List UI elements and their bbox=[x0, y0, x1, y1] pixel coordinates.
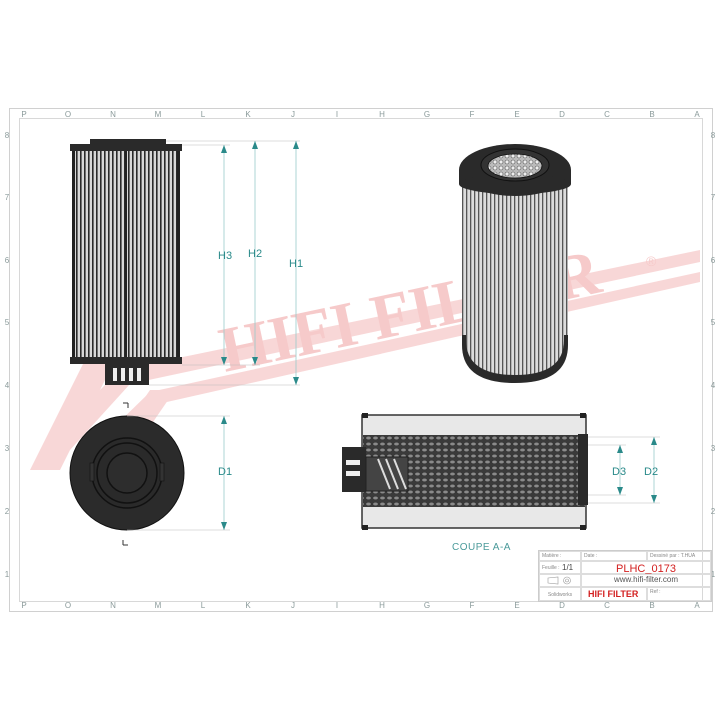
row-label: 1 bbox=[4, 570, 10, 579]
col-label: B bbox=[649, 601, 655, 610]
part-code: PLHC_0173 bbox=[616, 563, 676, 575]
software: Solidworks bbox=[539, 587, 581, 601]
dimension-h2: H2 bbox=[248, 248, 263, 260]
drawn-by: Dessiné par : T.HUA bbox=[647, 551, 711, 561]
col-label: B bbox=[649, 110, 655, 119]
outer-border bbox=[9, 108, 713, 612]
row-label: 5 bbox=[710, 318, 716, 327]
row-label: 6 bbox=[710, 256, 716, 265]
row-label: 1 bbox=[710, 570, 716, 579]
col-label: I bbox=[335, 601, 339, 610]
projection-symbol-cell bbox=[539, 574, 581, 587]
row-label: 7 bbox=[710, 193, 716, 202]
col-label: D bbox=[559, 601, 565, 610]
col-label: D bbox=[559, 110, 565, 119]
col-label: C bbox=[604, 601, 610, 610]
col-label: A bbox=[694, 601, 700, 610]
end-view-filter bbox=[69, 402, 230, 546]
col-label: L bbox=[200, 110, 206, 119]
website: www.hifi-filter.com bbox=[613, 575, 678, 584]
col-label: O bbox=[64, 601, 72, 610]
row-label: 2 bbox=[4, 507, 10, 516]
col-label: I bbox=[335, 110, 339, 119]
col-label: K bbox=[245, 601, 251, 610]
dimension-d3: D3 bbox=[612, 466, 627, 478]
website-cell: www.hifi-filter.com bbox=[581, 574, 711, 587]
col-label: N bbox=[110, 110, 116, 119]
feuille-label: Feuille : bbox=[542, 565, 560, 571]
ref-label: Ref : bbox=[647, 587, 711, 601]
col-label: G bbox=[423, 601, 431, 610]
row-label: 3 bbox=[710, 444, 716, 453]
section-view-a-a bbox=[342, 413, 660, 530]
matiere-label: Matière : bbox=[539, 551, 581, 561]
date-label: Date : bbox=[581, 551, 647, 561]
col-label: G bbox=[423, 110, 431, 119]
col-label: J bbox=[291, 601, 295, 610]
feuille-cell: Feuille : 1/1 bbox=[539, 561, 581, 574]
inner-border bbox=[19, 118, 703, 602]
svg-text:®: ® bbox=[646, 253, 657, 269]
feuille-value: 1/1 bbox=[562, 563, 574, 572]
section-caption: COUPE A-A bbox=[452, 542, 511, 553]
dimension-d1: D1 bbox=[218, 466, 233, 478]
col-label: M bbox=[154, 601, 162, 610]
col-label: K bbox=[245, 110, 251, 119]
col-label: F bbox=[469, 601, 475, 610]
col-label: M bbox=[154, 110, 162, 119]
col-label: L bbox=[200, 601, 206, 610]
isometric-view-filter bbox=[459, 144, 571, 383]
row-label: 4 bbox=[710, 381, 716, 390]
row-label: 3 bbox=[4, 444, 10, 453]
col-label: O bbox=[64, 110, 72, 119]
title-block: Matière : Date : Dessiné par : T.HUA Feu… bbox=[538, 550, 712, 602]
dimension-h1: H1 bbox=[289, 258, 304, 270]
row-label: 6 bbox=[4, 256, 10, 265]
col-label: P bbox=[21, 601, 27, 610]
part-code-cell: PLHC_0173 bbox=[581, 561, 711, 575]
col-label: N bbox=[110, 601, 116, 610]
col-label: C bbox=[604, 110, 610, 119]
dimension-h3: H3 bbox=[218, 250, 233, 262]
row-label: 7 bbox=[4, 193, 10, 202]
brand-name: HIFI FILTER bbox=[588, 589, 639, 599]
row-label: 8 bbox=[710, 131, 716, 140]
col-label: E bbox=[514, 601, 520, 610]
projection-symbol-icon bbox=[547, 576, 571, 585]
brand-cell: HIFI FILTER bbox=[581, 587, 647, 601]
row-label: 5 bbox=[4, 318, 10, 327]
col-label: F bbox=[469, 110, 475, 119]
col-label: H bbox=[379, 110, 385, 119]
row-label: 4 bbox=[4, 381, 10, 390]
col-label: E bbox=[514, 110, 520, 119]
col-label: A bbox=[694, 110, 700, 119]
row-label: 8 bbox=[4, 131, 10, 140]
col-label: J bbox=[291, 110, 295, 119]
front-view-filter bbox=[70, 139, 300, 386]
row-label: 2 bbox=[710, 507, 716, 516]
col-label: H bbox=[379, 601, 385, 610]
dimension-d2: D2 bbox=[644, 466, 659, 478]
col-label: P bbox=[21, 110, 27, 119]
